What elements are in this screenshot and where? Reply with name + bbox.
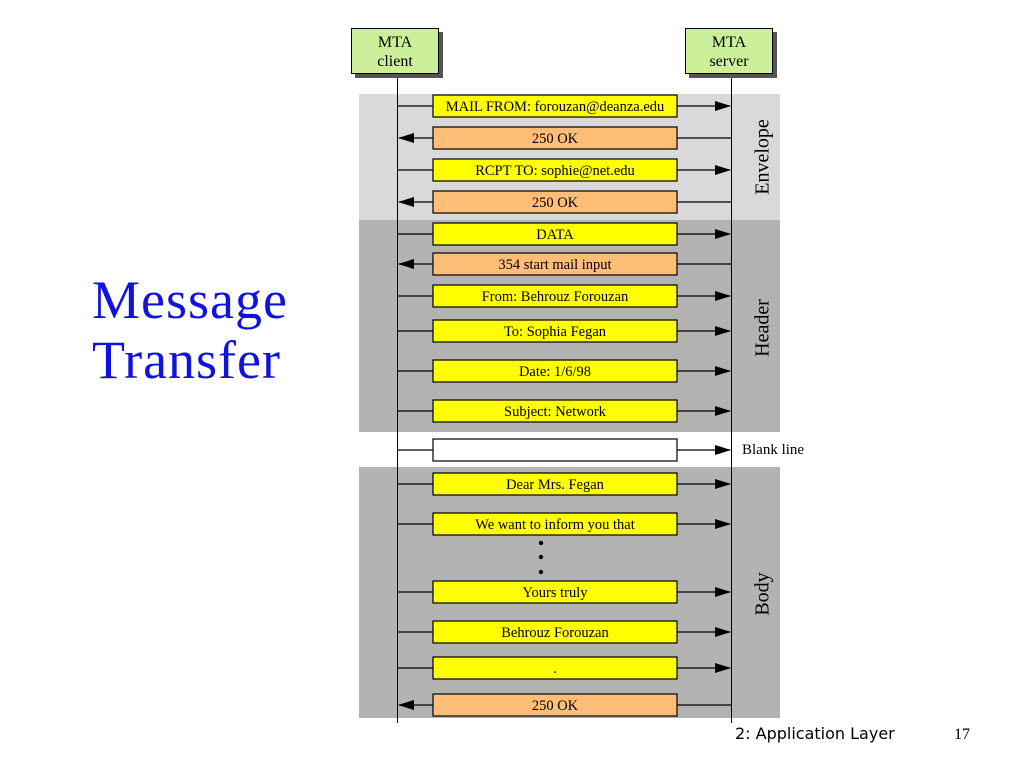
message-text: RCPT TO: sophie@net.edu xyxy=(475,163,635,179)
body-label: Body xyxy=(751,572,774,616)
message-text: Yours truly xyxy=(522,585,588,601)
message-box xyxy=(432,512,678,536)
message-text: Dear Mrs. Fegan xyxy=(506,477,605,493)
message-row-date-1-6-98: Date: 1/6/98 xyxy=(398,359,731,383)
message-text: Behrouz Forouzan xyxy=(501,625,609,641)
message-row-blank xyxy=(398,438,731,462)
message-box xyxy=(432,126,678,150)
message-row-250-ok: 250 OK xyxy=(398,126,731,150)
message-text: Date: 1/6/98 xyxy=(519,364,591,380)
mta-server-label-line-1: MTA xyxy=(711,34,747,51)
message-text: We want to inform you that xyxy=(475,517,635,533)
message-box xyxy=(432,693,678,717)
message-box xyxy=(432,222,678,246)
message-text: . xyxy=(553,661,557,677)
message-row-subject-network: Subject: Network xyxy=(398,399,731,423)
slide-title: Message Transfer xyxy=(92,270,288,390)
continuation-dot xyxy=(538,554,544,560)
message-text: To: Sophia Fegan xyxy=(504,324,607,340)
client-lifeline xyxy=(397,77,398,723)
message-row-dot: . xyxy=(398,656,731,680)
continuation-dot xyxy=(538,540,544,546)
message-text: 250 OK xyxy=(532,195,579,211)
message-box xyxy=(432,158,678,182)
server-lifeline xyxy=(731,77,732,723)
mta-client-label-line-2: client xyxy=(377,53,413,70)
slide-title-line-1: Message xyxy=(92,270,288,330)
message-box xyxy=(432,620,678,644)
mta-client-label-line-1: MTA xyxy=(377,34,413,51)
message-row-we-want-to-inform-you-that: We want to inform you that xyxy=(398,512,731,536)
message-box xyxy=(432,656,678,680)
message-box xyxy=(432,94,678,118)
message-text: MAIL FROM: forouzan@deanza.edu xyxy=(446,99,665,115)
message-text: 250 OK xyxy=(532,698,579,714)
message-box xyxy=(432,284,678,308)
continuation-dot xyxy=(538,569,544,575)
slide-title-line-2: Transfer xyxy=(92,330,281,390)
message-row-from-behrouz-forouzan: From: Behrouz Forouzan xyxy=(398,284,731,308)
mta-client-box: MTA client xyxy=(351,28,439,74)
message-row-rcpt-to-sophie-net-edu: RCPT TO: sophie@net.edu xyxy=(398,158,731,182)
message-box xyxy=(432,438,678,462)
mta-server-box: MTA server xyxy=(685,28,773,74)
envelope-label: Envelope xyxy=(751,119,774,195)
header-label: Header xyxy=(751,299,774,357)
message-text: DATA xyxy=(536,227,574,243)
message-text: 250 OK xyxy=(532,131,579,147)
message-row-354-start-mail-input: 354 start mail input xyxy=(398,252,731,276)
message-row-dear-mrs-fegan: Dear Mrs. Fegan xyxy=(398,472,731,496)
message-box xyxy=(432,319,678,343)
message-box xyxy=(432,472,678,496)
message-box xyxy=(432,399,678,423)
mta-server-label-line-2: server xyxy=(709,53,749,70)
message-box xyxy=(432,580,678,604)
page-number: 17 xyxy=(954,726,970,743)
message-row-yours-truly: Yours truly xyxy=(398,580,731,604)
message-row-250-ok: 250 OK xyxy=(398,693,731,717)
footer-text: 2: Application Layer xyxy=(735,724,895,743)
message-row-250-ok: 250 OK xyxy=(398,190,731,214)
message-text: Subject: Network xyxy=(504,404,607,420)
message-box xyxy=(432,359,678,383)
message-text: From: Behrouz Forouzan xyxy=(482,289,629,305)
message-box xyxy=(432,190,678,214)
message-text: 354 start mail input xyxy=(498,257,611,273)
message-box xyxy=(432,252,678,276)
message-row-data: DATA xyxy=(398,222,731,246)
message-row-to-sophia-fegan: To: Sophia Fegan xyxy=(398,319,731,343)
blank-line-label: Blank line xyxy=(742,442,805,458)
message-row-behrouz-forouzan: Behrouz Forouzan xyxy=(398,620,731,644)
message-row-mail-from-forouzan-deanza-edu: MAIL FROM: forouzan@deanza.edu xyxy=(398,94,731,118)
